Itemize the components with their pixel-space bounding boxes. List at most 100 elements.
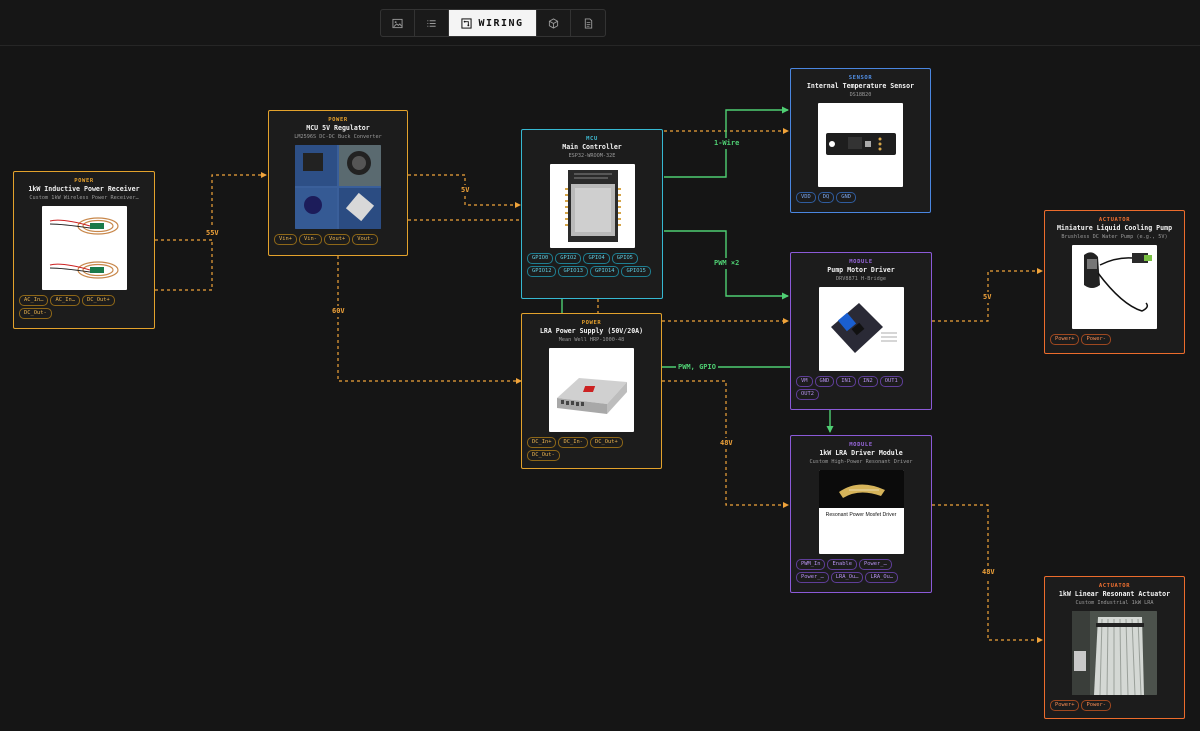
- pin[interactable]: Power+: [1050, 700, 1080, 711]
- wire-label-pwm2: PWM ×2: [712, 258, 742, 269]
- lra-image: [1072, 611, 1157, 695]
- node-category: SENSOR: [848, 75, 873, 81]
- pin[interactable]: DC_Out+: [589, 437, 623, 448]
- pin[interactable]: Power_…: [796, 572, 829, 583]
- tab-image[interactable]: [381, 10, 415, 36]
- pin[interactable]: VDD: [796, 192, 816, 203]
- pin[interactable]: Enable: [827, 559, 857, 570]
- pin[interactable]: Vout-: [352, 234, 379, 245]
- pin[interactable]: Vin-: [298, 234, 322, 245]
- node-main-controller[interactable]: MCU Main Controller ESP32-WROOM-32E GPIO…: [521, 129, 663, 299]
- tab-3d[interactable]: [537, 10, 571, 36]
- pin-list: PWM_In Enable Power_… Power_… LRA_Ou… LR…: [796, 559, 926, 583]
- pin[interactable]: DQ: [817, 192, 835, 203]
- pin[interactable]: Vin+: [274, 234, 297, 245]
- pin[interactable]: Power+: [1050, 334, 1080, 345]
- wire-label-5v-mcu: 5V: [459, 185, 472, 196]
- pin[interactable]: AC_In…: [19, 295, 49, 306]
- pin[interactable]: OUT1: [879, 376, 903, 387]
- pin[interactable]: GPIO13: [558, 266, 588, 277]
- wire-label-48v-a: 48V: [718, 438, 735, 449]
- pin[interactable]: GPIO0: [527, 253, 554, 264]
- node-category: POWER: [328, 117, 348, 123]
- node-lra-power-supply[interactable]: POWER LRA Power Supply (50V/20A) Mean We…: [521, 313, 662, 469]
- pin[interactable]: PWM_In: [796, 559, 826, 570]
- pin[interactable]: DC_In+: [527, 437, 557, 448]
- pin[interactable]: IN2: [858, 376, 878, 387]
- top-toolbar: WIRING: [0, 0, 1200, 46]
- pin[interactable]: GPIO5: [611, 253, 638, 264]
- tab-wiring[interactable]: WIRING: [449, 10, 537, 36]
- pin[interactable]: Vout+: [323, 234, 351, 245]
- node-subtitle: Custom High-Power Resonant Driver: [809, 459, 913, 465]
- node-subtitle: ESP32-WROOM-32E: [568, 153, 616, 159]
- node-category: MODULE: [849, 259, 873, 265]
- node-title: Internal Temperature Sensor: [806, 82, 915, 90]
- pin[interactable]: GND: [814, 376, 835, 387]
- node-linear-resonant-actuator[interactable]: ACTUATOR 1kW Linear Resonant Actuator Cu…: [1044, 576, 1185, 719]
- pin[interactable]: DC_Out-: [527, 450, 560, 461]
- pin[interactable]: VM: [796, 376, 813, 387]
- wire-lra-driver-lra[interactable]: [932, 504, 1043, 643]
- node-mcu-5v-regulator[interactable]: POWER MCU 5V Regulator LM2596S DC-DC Buc…: [268, 110, 408, 256]
- pin[interactable]: DC_Out+: [81, 295, 115, 306]
- wire-regulator-psu[interactable]: [337, 256, 522, 384]
- lra-driver-image: Resonant Power Mosfet Driver: [818, 470, 904, 554]
- pin[interactable]: GPIO12: [527, 266, 557, 277]
- pin[interactable]: Power-: [1081, 700, 1111, 711]
- image-icon: [392, 18, 403, 28]
- tab-document[interactable]: [571, 10, 605, 36]
- pin[interactable]: AC_In…: [50, 295, 80, 306]
- node-temperature-sensor[interactable]: SENSOR Internal Temperature Sensor DS18B…: [790, 68, 931, 213]
- node-category: MODULE: [849, 442, 873, 448]
- pin[interactable]: GPIO2: [555, 253, 582, 264]
- psu-image: [549, 348, 634, 432]
- node-title: MCU 5V Regulator: [306, 124, 370, 132]
- node-title: 1kW LRA Driver Module: [819, 449, 903, 457]
- esp32-module-image: [549, 164, 635, 248]
- tab-list[interactable]: [415, 10, 449, 36]
- pin[interactable]: DC_In-: [558, 437, 588, 448]
- pin[interactable]: GND: [836, 192, 856, 203]
- image-dark-band: [818, 470, 904, 508]
- node-title: Main Controller: [562, 143, 622, 151]
- node-pump-motor-driver[interactable]: MODULE Pump Motor Driver DRV8871 H-Bridg…: [790, 252, 932, 410]
- wire-label-55v: 55V: [204, 228, 221, 239]
- pin[interactable]: GPIO15: [621, 266, 651, 277]
- node-lra-driver-module[interactable]: MODULE 1kW LRA Driver Module Custom High…: [790, 435, 932, 593]
- pin[interactable]: Power_…: [858, 559, 892, 570]
- pin[interactable]: LRA_Ou…: [830, 572, 864, 583]
- drv8871-image: [818, 287, 904, 371]
- tab-wiring-label: WIRING: [478, 17, 524, 29]
- wire-label-48v-b: 48V: [980, 567, 997, 578]
- wiring-icon: [461, 17, 473, 29]
- pin[interactable]: LRA_Ou…: [865, 572, 899, 583]
- node-category: ACTUATOR: [1098, 583, 1131, 589]
- pin[interactable]: GPIO4: [583, 253, 610, 264]
- regulator-board-image: [295, 145, 381, 229]
- node-title: Miniature Liquid Cooling Pump: [1056, 224, 1173, 232]
- document-icon: [584, 17, 592, 29]
- pin[interactable]: DC_Out-: [19, 308, 52, 319]
- node-category: MCU: [586, 136, 598, 142]
- view-tabs: WIRING: [380, 9, 606, 37]
- node-category: ACTUATOR: [1098, 217, 1131, 223]
- node-subtitle: Custom Industrial 1kW LRA: [1075, 600, 1154, 606]
- wire-label-60v: 60V: [330, 306, 347, 317]
- wire-receiver-return[interactable]: [155, 240, 213, 291]
- pin-list: GPIO0 GPIO2 GPIO4 GPIO5 GPIO12 GPIO13 GP…: [527, 253, 657, 277]
- node-subtitle: Mean Well HRP-1000-48: [558, 337, 625, 343]
- pin-list: VDD DQ GND: [796, 192, 925, 203]
- node-subtitle: LM2596S DC-DC Buck Converter: [294, 134, 382, 140]
- node-title: Pump Motor Driver: [827, 266, 895, 274]
- pin[interactable]: Power-: [1081, 334, 1111, 345]
- wire-label-1wire: 1-Wire: [712, 138, 742, 149]
- pin[interactable]: GPIO14: [589, 266, 620, 277]
- node-cooling-pump[interactable]: ACTUATOR Miniature Liquid Cooling Pump B…: [1044, 210, 1185, 354]
- pin[interactable]: IN1: [836, 376, 856, 387]
- node-inductive-receiver[interactable]: POWER 1kW Inductive Power Receiver Custo…: [13, 171, 155, 329]
- node-category: POWER: [74, 178, 94, 184]
- node-title: LRA Power Supply (50V/20A): [539, 327, 644, 335]
- pin[interactable]: OUT2: [796, 389, 819, 400]
